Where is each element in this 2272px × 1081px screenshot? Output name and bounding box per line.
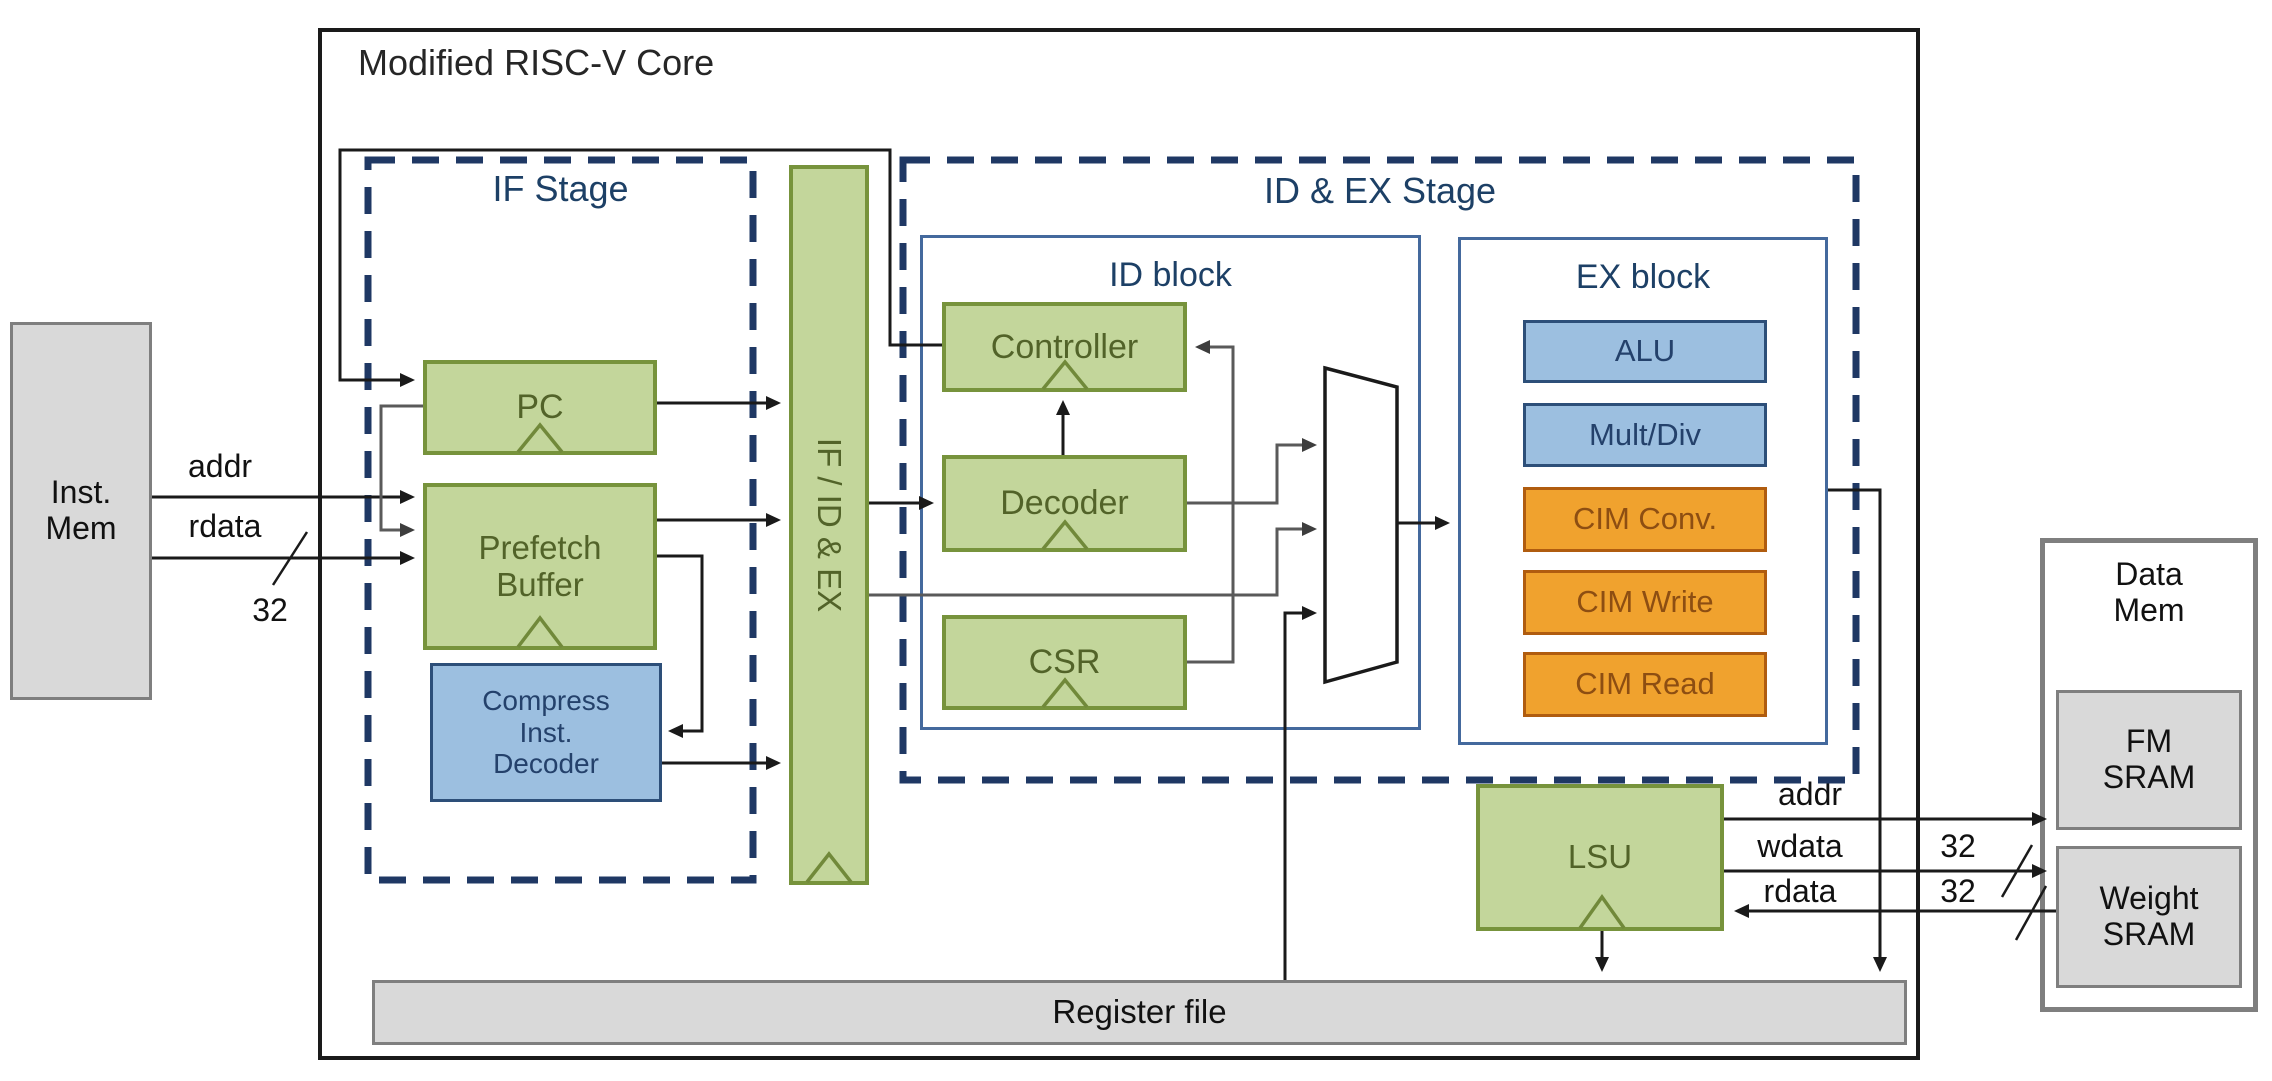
alu-block: ALU [1523,320,1767,383]
id-block-box [920,235,1421,730]
mult-div-label: Mult/Div [1589,416,1701,452]
cim-read-label: CIM Read [1575,666,1715,702]
lsu-block: LSU [1476,784,1724,931]
wire-decoder-to-mux [1187,438,1317,505]
rdata-width-label: 32 [1940,873,1976,909]
cim-conv-label: CIM Conv. [1572,501,1718,537]
wdata-width-label: 32 [1940,828,1976,864]
wire-pc-branch-to-prefetch [379,404,423,537]
if-stage-dashed-box [364,156,757,884]
wire-regfile-to-mux [1283,606,1317,980]
data-mem-label-line1: Data [2115,556,2183,592]
clock-edge-icon-pc [516,422,564,454]
fm-sram-label-line2: SRAM [2102,759,2196,795]
bus-slash-rdata-instmem [271,531,309,586]
if-stage-label: IF Stage [492,168,629,209]
prefetch-buffer-label-line1: Prefetch [478,528,602,566]
id-ex-stage-dashed-box [899,156,1860,784]
clock-edge-icon-controller [1041,359,1089,391]
decoder-label: Decoder [1000,484,1129,523]
bus-slash-wdata [2000,844,2034,898]
fm-sram-block: FM SRAM [2056,690,2242,830]
clock-edge-icon-decoder [1041,519,1089,551]
fm-sram-label-line1: FM [2125,723,2173,760]
data-mem-wdata-label: wdata [1757,828,1843,864]
cim-read-block: CIM Read [1523,652,1767,717]
register-file-label: Register file [1052,993,1227,1031]
weight-sram-block: Weight SRAM [2056,846,2242,988]
decoder-block: Decoder [942,455,1187,552]
inst-mem-block: Inst. Mem [10,322,152,700]
data-mem-label-line2: Mem [2113,591,2185,628]
pc-block: PC [423,360,657,455]
wire-controller-to-pc-feedback [338,148,942,387]
prefetch-buffer-block: Prefetch Buffer [423,483,657,650]
if-id-ex-pipeline-register [789,165,869,885]
mult-div-block: Mult/Div [1523,403,1767,467]
data-mem-rdata-label: rdata [1763,873,1837,909]
clock-edge-icon-prefetch [516,615,564,649]
controller-label: Controller [990,327,1139,366]
core-boundary [318,28,1920,1060]
wire-csr-to-controller [1187,340,1235,664]
clock-edge-icon-lsu [1578,893,1626,930]
ex-block-label: EX block [1575,258,1711,296]
bus-slash-rdata [2014,885,2048,941]
id-block-label: ID block [1109,256,1232,294]
inst-mem-addr-label: addr [187,448,253,484]
wire-ex-to-regfile [1828,488,1887,972]
pc-label: PC [516,388,564,427]
csr-block: CSR [942,615,1187,710]
compress-inst-decoder-block: Compress Inst. Decoder [430,663,662,802]
cid-label-line2: Inst. [519,716,573,748]
prefetch-buffer-label-line2: Buffer [496,565,584,603]
controller-block: Controller [942,302,1187,392]
cid-label-line3: Decoder [493,748,599,780]
weight-sram-label-line1: Weight [2099,880,2199,917]
ex-block-box [1458,237,1828,745]
lsu-label: LSU [1567,838,1633,876]
register-file-block: Register file [372,980,1907,1045]
csr-label: CSR [1028,643,1101,682]
weight-sram-label-line2: SRAM [2102,916,2196,952]
cim-conv-block: CIM Conv. [1523,487,1767,552]
inst-mem-label-line2: Mem [45,510,117,546]
inst-mem-bus-width-label: 32 [252,592,288,628]
page-title: Modified RISC-V Core [358,42,715,83]
cim-write-label: CIM Write [1576,584,1714,620]
cim-write-block: CIM Write [1523,570,1767,635]
id-ex-stage-label: ID & EX Stage [1263,170,1497,211]
wire-pipeline-to-mux [869,522,1317,597]
cid-label-line1: Compress [482,685,610,717]
alu-label: ALU [1614,333,1676,369]
clock-edge-icon-csr [1041,677,1089,709]
wire-prefetch-to-cid [657,554,704,738]
inst-mem-rdata-label: rdata [188,508,262,544]
operand-mux [1323,365,1399,685]
clock-edge-icon-pipeline [805,851,853,884]
inst-mem-label-line1: Inst. [50,474,112,511]
